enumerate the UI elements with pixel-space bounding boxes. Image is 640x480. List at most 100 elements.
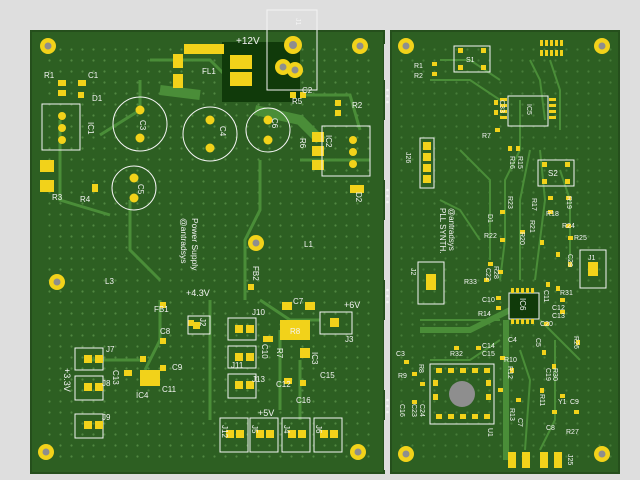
label-j9: J9 [102,413,111,422]
top-fpc-pads [540,40,563,56]
label-c10: C10 [260,344,269,359]
label-j2: J2 [198,318,207,327]
label-c4: C4 [218,126,227,137]
rlabel-r1: R1 [414,63,423,70]
electrolytic-cap-pads [129,105,273,203]
right-tracks [420,59,581,451]
rlabel-c19: C19 [544,368,551,381]
label-r6: R6 [298,138,307,149]
rlabel-c14: C14 [482,343,495,350]
switch-pads [458,48,570,184]
left-mounting-holes [38,38,368,460]
label-r2: R2 [352,101,363,110]
rlabel-r2: R2 [414,73,423,80]
rlabel-r23: R23 [506,196,513,209]
label-fb1: FB1 [154,305,169,314]
rlabel-r14: R14 [478,311,491,318]
breakaway-tabs [384,44,391,470]
rlabel-r8: R8 [417,364,424,373]
j2-sma-outline [417,261,445,305]
label-c11: C11 [162,385,177,394]
rlabel-j26: J26 [404,152,411,163]
label-author-left: @antradsys [179,218,189,263]
rlabel-c3: C3 [396,351,405,358]
rlabel-j2: J2 [409,268,416,276]
j1-outline [266,9,318,91]
label-r4: R4 [80,195,91,204]
label-r5: R5 [292,97,303,106]
rlabel-r27: R27 [566,429,579,436]
rlabel-r16: R16 [508,156,515,169]
label-j10: J10 [252,308,265,317]
label-j3: J3 [345,335,354,344]
rlabel-c10: C10 [482,297,495,304]
label-c13: C13 [111,370,120,385]
label-6v: +6V [344,300,360,310]
j26-outline [419,137,435,189]
rlabel-r18: R18 [546,211,559,218]
label-j11: J11 [231,361,244,370]
pll-synth-board[interactable] [390,30,620,474]
label-ic3: IC3 [310,352,319,365]
s2-outline [537,159,575,187]
rlabel-r15: R15 [516,156,523,169]
rlabel-y1: Y1 [558,399,567,406]
u1-outline [429,363,495,425]
rlabel-r10: R10 [504,357,517,364]
rlabel-c4: C4 [508,337,517,344]
rlabel-r12: R12 [506,366,513,379]
right-rf-traces [420,307,512,460]
label-c3: C3 [138,120,147,131]
label-ic1: IC1 [86,122,95,135]
label-c8: C8 [160,327,171,336]
label-j5: J5 [250,425,259,434]
rlabel-u1: U1 [486,428,493,437]
ic6-pads [511,288,534,324]
label-d1: D1 [92,94,103,103]
rlabel-c22: C22 [484,268,491,281]
label-5v: +5V [258,408,274,418]
label-j1: J1 [294,18,301,26]
rlabel-c24: C24 [418,404,425,417]
rlabel-r19: R19 [565,196,572,209]
label-r7: R7 [275,348,284,359]
label-j7: J7 [106,345,115,354]
ic2-outline [321,125,371,177]
label-power-supply: Power Supply [190,218,200,271]
rlabel-c15: C15 [482,351,495,358]
rlabel-author-right: @antradsys [447,208,456,251]
label-r8: R8 [290,327,301,336]
rlabel-c8: C8 [546,425,555,432]
right-mounting-holes [398,38,610,462]
rlabel-r11: R11 [538,394,545,406]
label-12v: +12V [236,36,260,47]
ic1-outline [41,103,81,151]
rlabel-r9: R9 [398,373,407,380]
rlabel-r22: R22 [484,233,497,240]
rlabel-c7: C7 [516,418,523,427]
left-via-stitching [40,40,375,465]
rlabel-r32: R32 [450,351,463,358]
label-ic2: IC2 [324,135,333,148]
rlabel-c23: C23 [410,404,417,417]
ic1-pads [58,112,66,144]
ic5-pads [500,98,556,119]
left-header-pads [84,318,339,438]
label-3v3: +3.3V [62,368,72,392]
rlabel-c13: C13 [552,313,565,320]
rlabel-r30: R30 [551,368,558,381]
label-c2: C2 [302,86,313,95]
label-l3: L3 [105,277,114,286]
label-r3: R3 [52,193,63,202]
j25-pads [508,452,562,468]
label-ic4: IC4 [136,391,149,400]
label-j12: J12 [220,425,229,438]
rlabel-r31: R31 [560,290,573,297]
rlabel-s2: S2 [548,169,558,178]
power-supply-board[interactable] [30,9,385,474]
s1-outline [453,45,491,73]
rlabel-c11: C11 [542,290,549,302]
ic6-outline [508,292,540,320]
rlabel-s1: S1 [466,57,475,64]
